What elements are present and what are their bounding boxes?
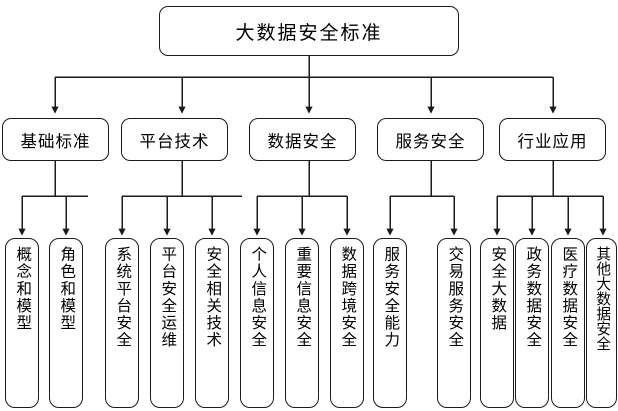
leaf-node[interactable]: 个人信息安全 (240, 238, 274, 408)
leaf-node-label: 个人信息安全 (249, 246, 267, 349)
leaf-node[interactable]: 政务数据安全 (515, 238, 549, 408)
branch-node-label: 平台技术 (139, 131, 210, 151)
branch-node-service-security[interactable]: 服务安全 (377, 118, 484, 161)
leaf-node[interactable]: 重要信息安全 (285, 238, 319, 408)
leaf-node-label: 平台安全运维 (159, 246, 177, 349)
root-node-label: 大数据安全标准 (235, 22, 383, 44)
leaf-node[interactable]: 安全相关技术 (195, 238, 229, 408)
leaf-node-label: 数据跨境安全 (339, 246, 357, 349)
leaf-node[interactable]: 数据跨境安全 (330, 238, 364, 408)
leaf-node-label: 安全大数据 (489, 246, 507, 332)
leaf-node[interactable]: 系统平台安全 (105, 238, 139, 408)
leaf-node[interactable]: 概念和模型 (5, 238, 39, 408)
branch-node-label: 基础标准 (20, 131, 91, 151)
leaf-node[interactable]: 角色和模型 (49, 238, 83, 408)
leaf-node-label: 交易服务安全 (446, 246, 464, 349)
branch-node-label: 服务安全 (395, 131, 466, 151)
branch-node-data-security[interactable]: 数据安全 (249, 118, 356, 161)
branch-node-foundation[interactable]: 基础标准 (2, 118, 109, 161)
leaf-node[interactable]: 安全大数据 (480, 238, 514, 408)
branch-node-label: 数据安全 (267, 131, 338, 151)
leaf-node-label: 角色和模型 (58, 246, 76, 332)
branch-node-label: 行业应用 (517, 131, 588, 151)
leaf-node[interactable]: 其他大数据安全 (586, 238, 617, 408)
leaf-node[interactable]: 服务安全能力 (373, 238, 407, 408)
leaf-node-label: 安全相关技术 (204, 246, 222, 349)
root-node[interactable]: 大数据安全标准 (159, 6, 459, 56)
branch-node-industry[interactable]: 行业应用 (499, 118, 606, 161)
leaf-node[interactable]: 交易服务安全 (437, 238, 471, 408)
leaf-node[interactable]: 平台安全运维 (150, 238, 184, 408)
leaf-node-label: 其他大数据安全 (594, 246, 611, 351)
leaf-node-label: 政务数据安全 (524, 246, 542, 349)
leaf-node-label: 系统平台安全 (114, 246, 132, 349)
leaf-node-label: 重要信息安全 (294, 246, 312, 349)
leaf-node-label: 概念和模型 (14, 246, 32, 332)
leaf-node-label: 服务安全能力 (382, 246, 400, 349)
leaf-node-label: 医疗数据安全 (560, 246, 578, 349)
leaf-node[interactable]: 医疗数据安全 (551, 238, 585, 408)
branch-node-platform[interactable]: 平台技术 (121, 118, 228, 161)
